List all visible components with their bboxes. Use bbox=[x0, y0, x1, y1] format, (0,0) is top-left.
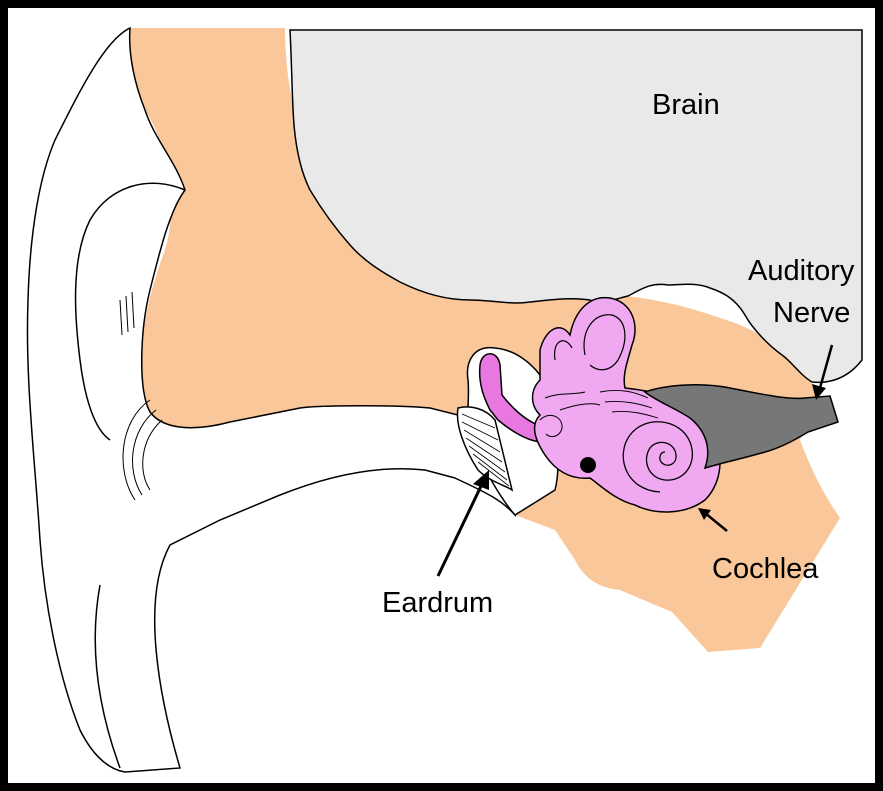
cochlea-label: Cochlea bbox=[712, 553, 819, 585]
brain-label: Brain bbox=[652, 89, 720, 121]
auditory-nerve-label-line1: Auditory bbox=[748, 255, 855, 287]
round-window bbox=[580, 457, 596, 473]
eardrum-label: Eardrum bbox=[382, 587, 493, 619]
auditory-nerve-label-line2: Nerve bbox=[773, 297, 850, 329]
